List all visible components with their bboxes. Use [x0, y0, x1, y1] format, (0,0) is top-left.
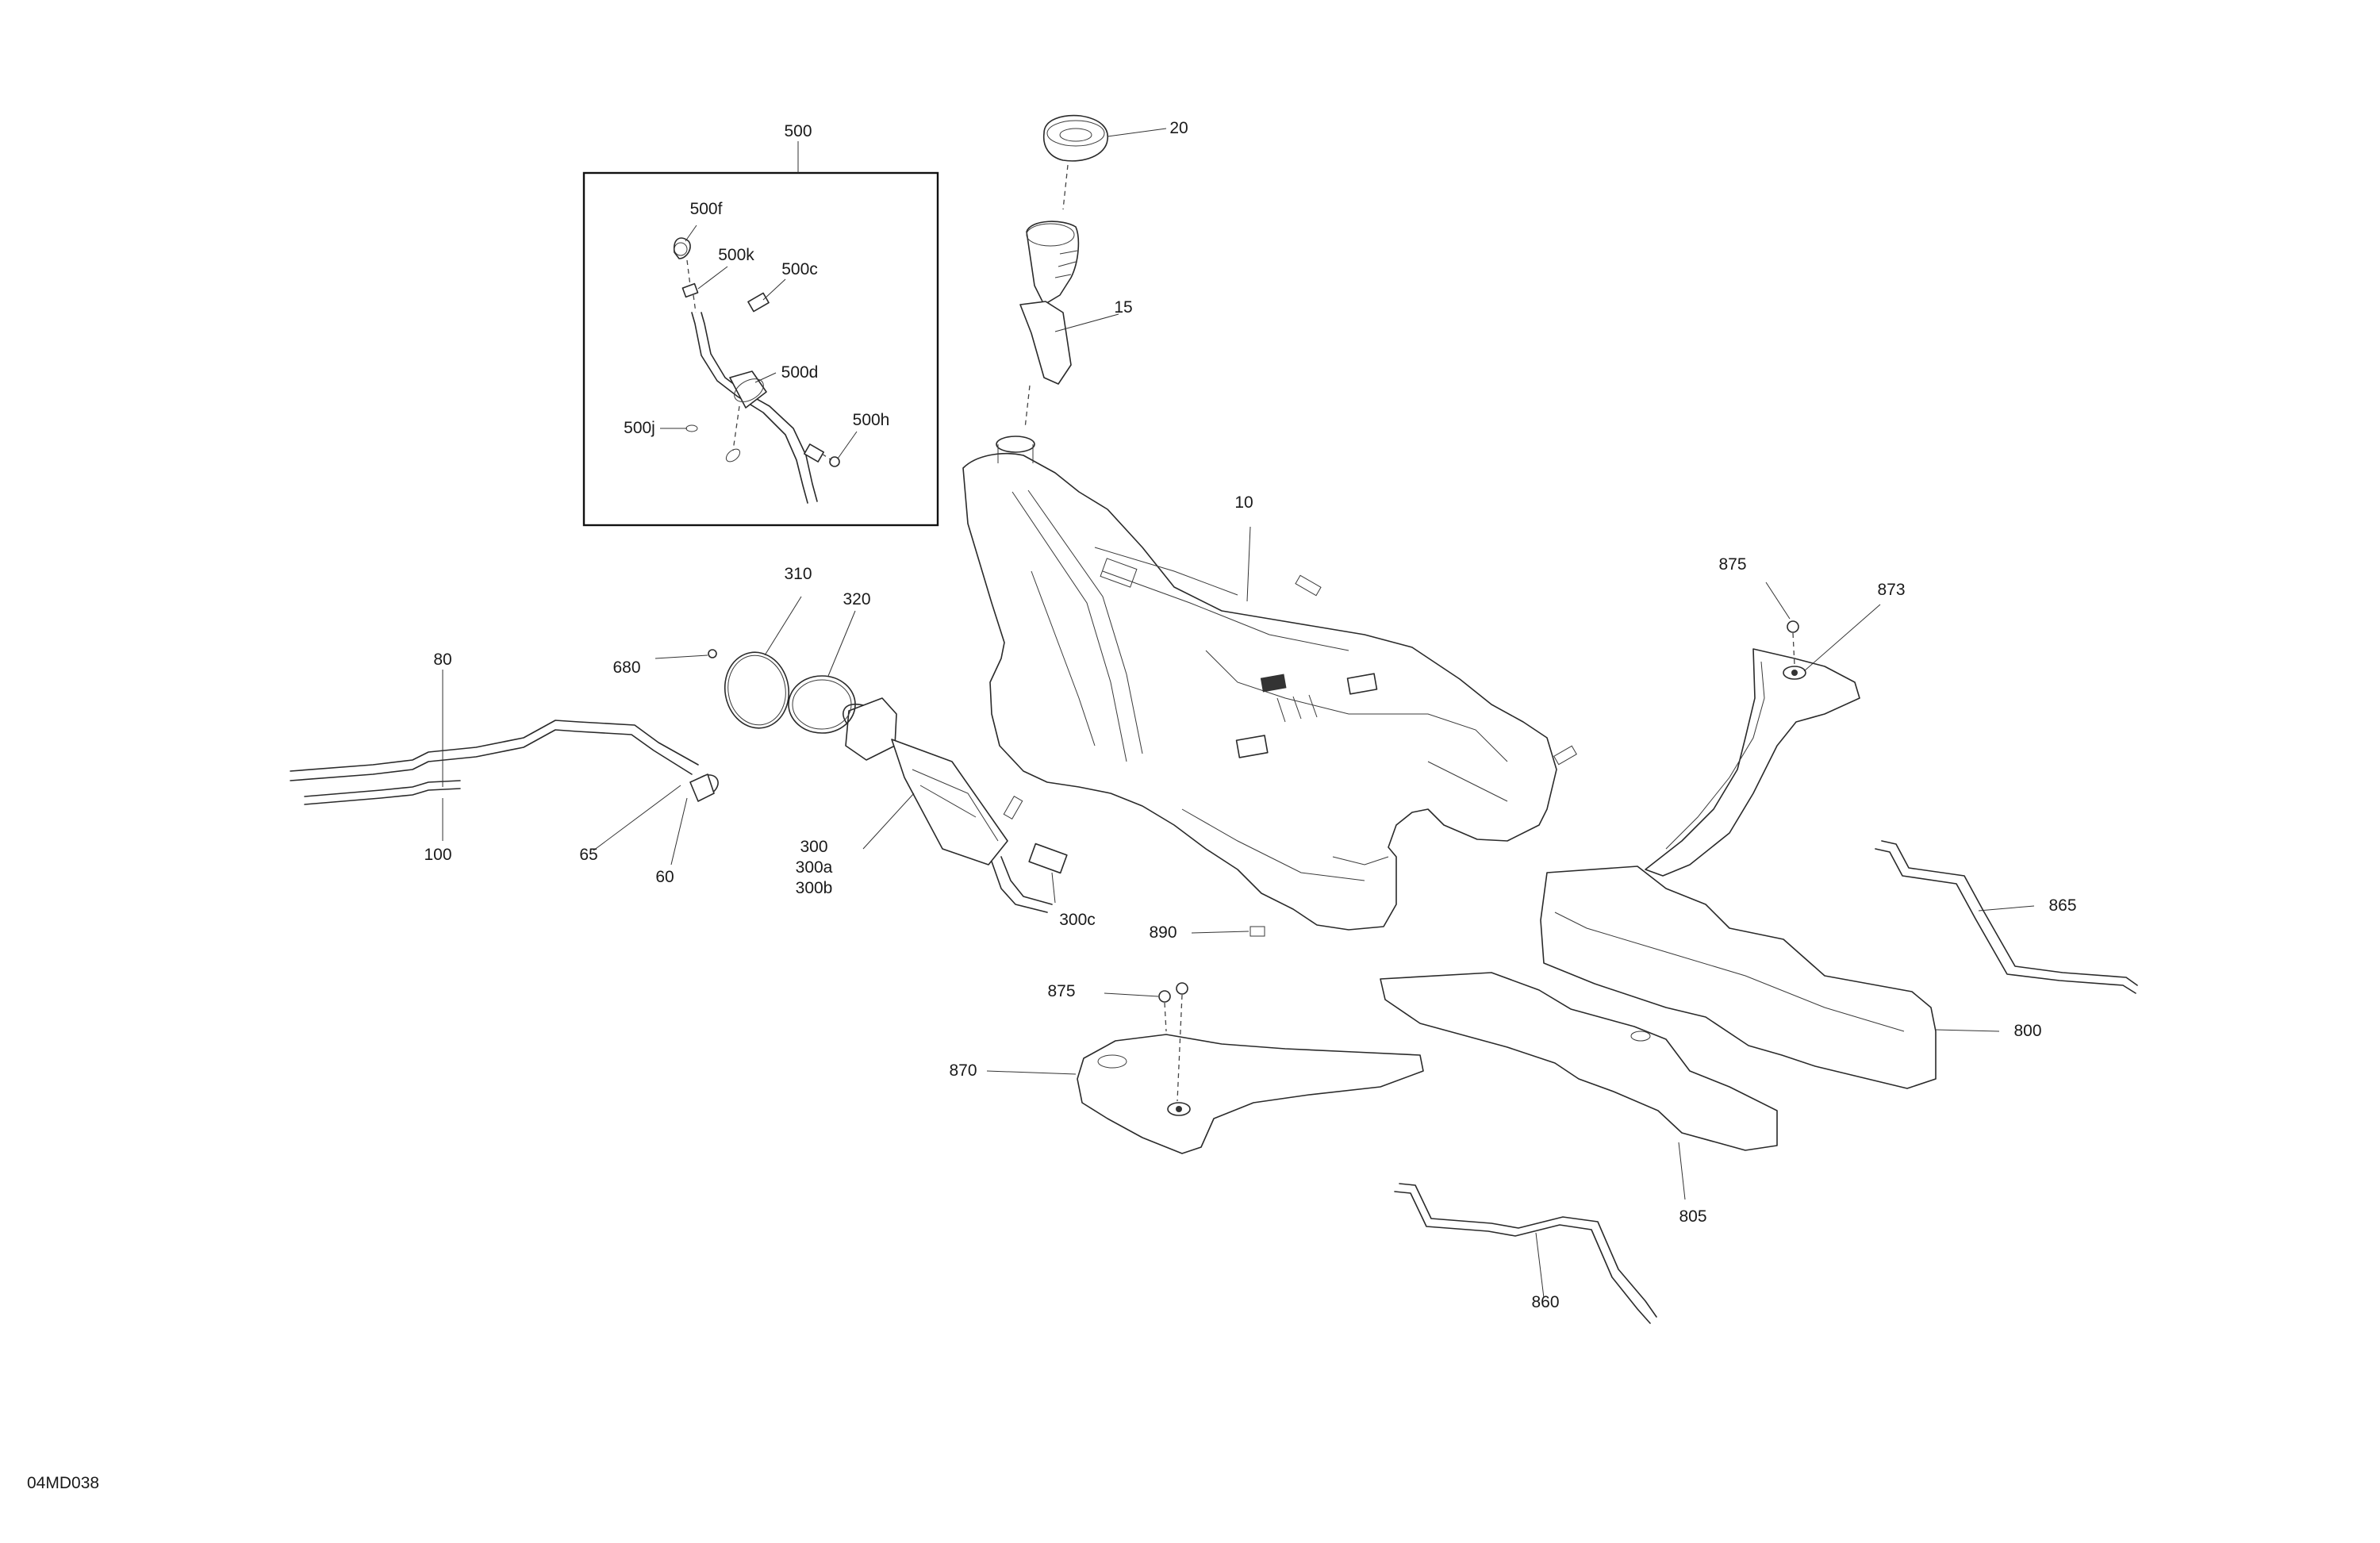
diagram-code: 04MD038	[27, 1474, 99, 1492]
quick-connect-fitting	[689, 773, 719, 802]
seal-ring-310	[724, 651, 790, 729]
label-860: 860	[1531, 1293, 1559, 1311]
label-500h: 500h	[853, 411, 890, 429]
label-300: 300	[800, 838, 827, 856]
label-875-upper: 875	[1718, 555, 1746, 574]
skid-plate-800	[1540, 866, 1937, 1089]
heat-shield-873	[1645, 648, 1860, 877]
fuel-pump-assembly	[843, 697, 1068, 913]
label-310: 310	[784, 565, 812, 583]
label-100: 100	[424, 846, 451, 864]
filler-neck	[1019, 221, 1080, 385]
vent-hose-assembly	[673, 237, 840, 504]
strap-860	[1394, 1183, 1657, 1324]
label-65: 65	[579, 846, 597, 864]
label-15: 15	[1114, 298, 1132, 317]
label-875-lower: 875	[1047, 982, 1075, 1000]
label-500f: 500f	[690, 200, 723, 218]
label-500j: 500j	[624, 419, 655, 437]
label-60: 60	[655, 868, 674, 886]
label-500c: 500c	[781, 260, 818, 278]
label-873: 873	[1877, 581, 1905, 599]
fuel-line-80	[290, 720, 699, 781]
label-500d: 500d	[781, 363, 819, 382]
label-20: 20	[1169, 119, 1188, 137]
label-320: 320	[843, 590, 870, 608]
pad-890	[1250, 926, 1265, 937]
heat-shield-870	[1077, 1034, 1424, 1154]
label-870: 870	[949, 1061, 977, 1080]
detail-box-500	[582, 141, 939, 527]
fuel-cap	[1042, 114, 1108, 162]
label-300c: 300c	[1059, 911, 1096, 929]
label-80: 80	[433, 651, 451, 669]
label-800: 800	[2013, 1022, 2041, 1040]
label-680: 680	[612, 658, 640, 677]
label-300a: 300a	[796, 858, 833, 877]
label-500k: 500k	[718, 246, 754, 264]
label-10: 10	[1234, 493, 1253, 512]
skid-plate-805	[1380, 972, 1778, 1151]
label-865: 865	[2048, 896, 2076, 915]
label-500: 500	[784, 122, 812, 140]
label-890: 890	[1149, 923, 1177, 942]
fuel-tank	[962, 436, 1577, 931]
fuel-line-100	[304, 780, 461, 805]
label-805: 805	[1679, 1207, 1706, 1226]
label-300b: 300b	[796, 879, 833, 897]
strap-865	[1875, 840, 2138, 994]
lock-ring-320	[788, 675, 856, 734]
